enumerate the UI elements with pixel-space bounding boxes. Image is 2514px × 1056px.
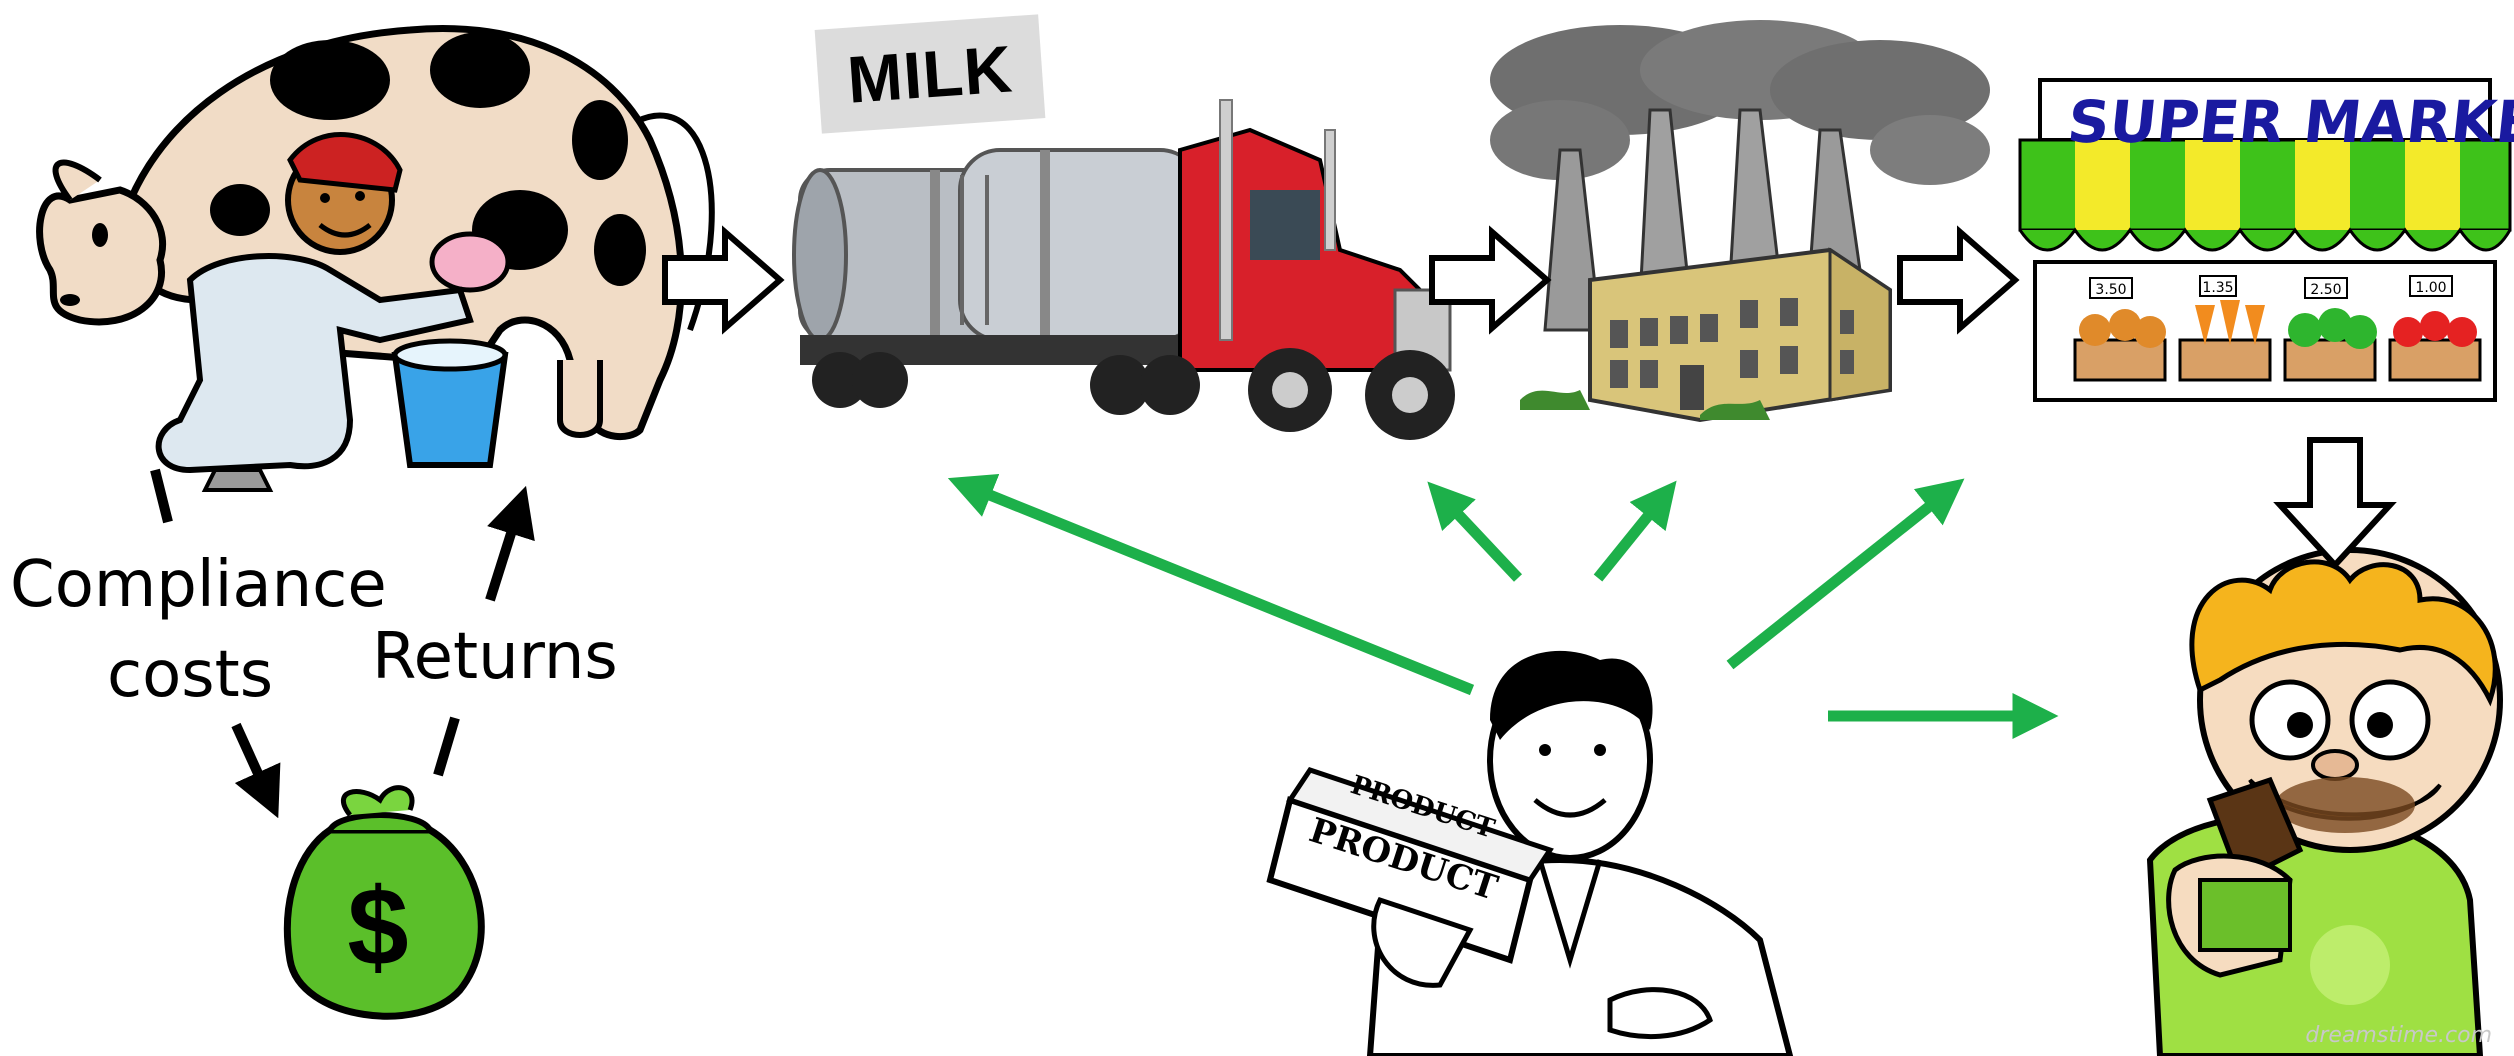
factory-illustration	[1490, 20, 1990, 420]
compliance-label-line1: Compliance	[10, 540, 370, 630]
kid-consumer-illustration	[2150, 550, 2500, 1056]
price-tag-3: 2.50	[2310, 282, 2341, 298]
influence-arrow-to-market	[1730, 490, 1950, 665]
returns-arrow-bottom-segment	[438, 718, 455, 775]
watermark-text: dreamstime.com	[2305, 1023, 2492, 1048]
promoter-man-illustration: PRODUCT PRODUCT	[1270, 651, 1790, 1056]
influence-arrow-to-factory-right	[1598, 495, 1665, 578]
influence-arrow-to-factory-left	[1440, 495, 1518, 578]
price-tag-4: 1.00	[2415, 280, 2446, 296]
cow-farmer-illustration	[40, 28, 712, 490]
compliance-label-line2: costs	[10, 630, 370, 720]
milk-label-text: MILK	[845, 30, 1015, 117]
compliance-arrow-top-segment	[155, 470, 168, 522]
compliance-costs-label: Compliance costs	[10, 540, 370, 720]
produce-peppers	[2285, 308, 2377, 380]
produce-onions	[2075, 309, 2166, 380]
supermarket-sign: SUPER MARKET	[2064, 88, 2514, 156]
returns-arrow	[490, 505, 520, 600]
compliance-arrow	[236, 725, 270, 800]
money-bag-icon: $	[287, 788, 481, 1017]
milk-label: MILK	[815, 14, 1046, 133]
money-symbol: $	[347, 866, 408, 989]
milk-tanker-truck	[794, 100, 1455, 440]
flow-arrow-factory-to-market	[1900, 232, 2015, 328]
price-tag-2: 1.35	[2202, 280, 2233, 296]
returns-label: Returns	[372, 620, 618, 694]
influence-arrow-to-truck	[965, 485, 1472, 690]
price-tag-1: 3.50	[2095, 282, 2126, 298]
produce-tomatoes	[2390, 311, 2480, 380]
flow-arrow-market-to-consumer	[2280, 440, 2390, 565]
